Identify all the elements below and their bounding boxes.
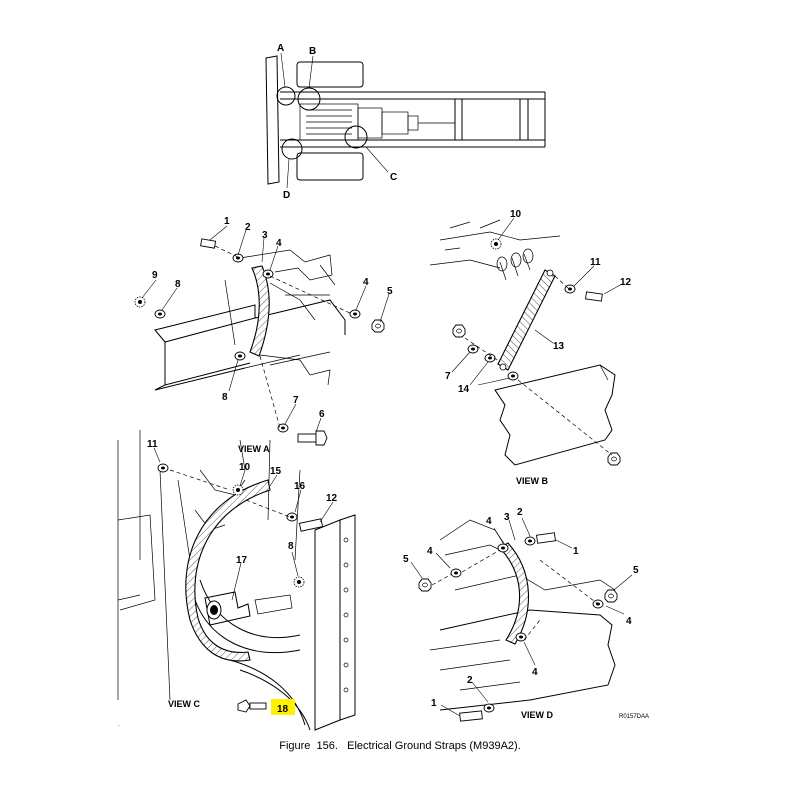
view-c-drawing (117, 430, 356, 731)
view-a-callout: 6 (319, 409, 325, 420)
view-c-callout: 8 (288, 541, 294, 552)
view-a-callout: 4 (363, 277, 369, 288)
overview-label-a: A (277, 43, 284, 54)
overview-label-d: D (283, 190, 290, 201)
view-a-callout: 1 (224, 216, 230, 227)
view-d-callout: 4 (486, 516, 492, 527)
view-d-callout: 2 (467, 675, 473, 686)
view-a-callout: 3 (262, 230, 268, 241)
view-a-callout: 9 (152, 270, 158, 281)
view-b-callout: 10 (510, 209, 522, 220)
view-a-callout: 2 (245, 222, 251, 233)
view-d-title: VIEW D (521, 710, 554, 720)
highlight-box-18 (271, 699, 295, 715)
view-b-callout: 7 (445, 371, 451, 382)
view-c-callouts: 11 10 15 16 12 8 17 18 VIEW C (147, 439, 338, 715)
view-b-callouts: 10 11 12 13 7 14 VIEW B (445, 209, 632, 486)
overview-label-b: B (309, 46, 316, 57)
view-d-callouts: 4 3 2 1 5 4 5 4 4 2 1 VIEW D R0157DAA (403, 507, 649, 720)
view-a-callout: 8 (222, 392, 228, 403)
view-d-callout: 4 (427, 546, 433, 557)
overview-chassis (265, 52, 546, 189)
view-d-drawing (410, 517, 633, 722)
view-c-callout: 17 (236, 555, 248, 566)
view-c-title: VIEW C (168, 699, 201, 709)
view-d-callout: 2 (517, 507, 523, 518)
view-b-callout: 13 (553, 341, 565, 352)
view-a-callouts: 1 2 3 4 9 8 4 5 8 7 6 VIEW A (152, 216, 393, 454)
view-b-callout: 12 (620, 277, 632, 288)
view-d-callout: 1 (573, 546, 579, 557)
view-a-callout: 7 (293, 395, 299, 406)
figure-caption: Figure 156. Electrical Ground Straps (M9… (279, 740, 521, 752)
view-a-drawing (134, 225, 390, 446)
view-d-callout: 5 (633, 565, 639, 576)
view-a-callout: 8 (175, 279, 181, 290)
view-d-callout: 5 (403, 554, 409, 565)
view-b-callout: 14 (458, 384, 470, 395)
view-d-callout: 4 (626, 616, 632, 627)
view-c-callout: 10 (239, 462, 251, 473)
view-c-callout: 16 (294, 481, 306, 492)
view-b-drawing (429, 217, 623, 466)
view-a-title: VIEW A (238, 444, 270, 454)
drawing-code: R0157DAA (619, 714, 649, 720)
view-d-callout: 4 (532, 667, 538, 678)
view-c-callout-highlighted: 18 (277, 704, 289, 715)
view-a-callout: 5 (387, 286, 393, 297)
view-d-callout: 1 (431, 698, 437, 709)
view-a-callout: 4 (276, 238, 282, 249)
view-b-title: VIEW B (516, 476, 549, 486)
view-b-callout: 11 (590, 257, 601, 268)
overview-labels: A B C D (277, 43, 397, 201)
view-c-callout: 12 (326, 493, 338, 504)
view-c-callout: 11 (147, 439, 158, 450)
overview-label-c: C (390, 172, 397, 183)
corner-mark: . (118, 722, 120, 728)
view-c-callout: 15 (270, 466, 282, 477)
view-d-callout: 3 (504, 512, 510, 523)
